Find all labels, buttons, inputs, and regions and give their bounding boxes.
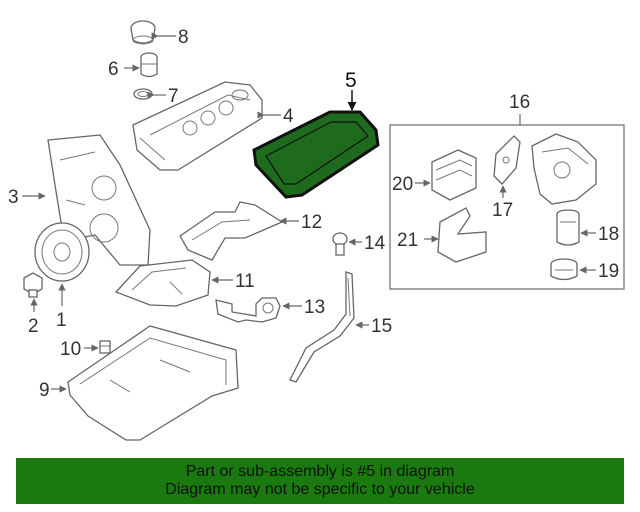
part-15-dipstick-tube[interactable]: [289, 271, 355, 383]
part-18-oil-filter[interactable]: [556, 209, 580, 246]
part-6-filler-neck[interactable]: [140, 52, 158, 78]
callout-8: 8: [178, 27, 189, 48]
part-19-filter-cap[interactable]: [550, 258, 578, 281]
part-13-control-valve[interactable]: [215, 297, 281, 323]
part-17-gasket[interactable]: [493, 135, 521, 185]
callout-10: 10: [60, 339, 81, 360]
part-7-o-ring[interactable]: [133, 88, 153, 100]
callout-20: 20: [392, 174, 413, 195]
callout-1: 1: [56, 310, 67, 331]
part-14-sensor[interactable]: [332, 232, 348, 256]
part-21-bracket[interactable]: [437, 207, 487, 263]
part-8-oil-filler-cap[interactable]: [130, 20, 156, 45]
parts-diagram: 8 6 7 4 5 3: [8, 20, 625, 441]
callout-21: 21: [397, 230, 418, 251]
info-banner: Part or sub-assembly is #5 in diagram Di…: [16, 458, 624, 504]
part-11-baffle[interactable]: [114, 259, 211, 307]
callout-7: 7: [168, 86, 179, 107]
callout-19: 19: [598, 261, 619, 282]
callout-3: 3: [8, 187, 19, 208]
callout-12: 12: [301, 212, 322, 233]
part-10-drain-plug[interactable]: [99, 340, 111, 354]
part-20-oil-cooler[interactable]: [431, 149, 477, 201]
part-2-pulley-bolt[interactable]: [23, 272, 43, 298]
callout-2: 2: [28, 316, 39, 337]
callout-14: 14: [364, 233, 386, 254]
callout-9: 9: [39, 380, 50, 401]
part-5-valve-cover-gasket[interactable]: [252, 110, 380, 199]
callout-18: 18: [598, 224, 619, 245]
callout-5: 5: [345, 69, 357, 92]
callout-15: 15: [371, 316, 392, 337]
callout-13: 13: [304, 297, 325, 318]
part-16-filter-housing[interactable]: [531, 133, 597, 205]
banner-line-1: Part or sub-assembly is #5 in diagram: [185, 463, 455, 480]
part-9-oil-pan[interactable]: [67, 325, 239, 441]
callout-4: 4: [283, 106, 294, 127]
banner-line-2: Diagram may not be specific to your vehi…: [165, 481, 475, 498]
callout-11: 11: [235, 271, 255, 292]
callout-16: 16: [509, 92, 530, 113]
part-1-crank-pulley[interactable]: [34, 222, 90, 282]
callout-6: 6: [108, 59, 119, 80]
part-12-shield[interactable]: [179, 201, 284, 261]
callout-17: 17: [492, 200, 513, 221]
